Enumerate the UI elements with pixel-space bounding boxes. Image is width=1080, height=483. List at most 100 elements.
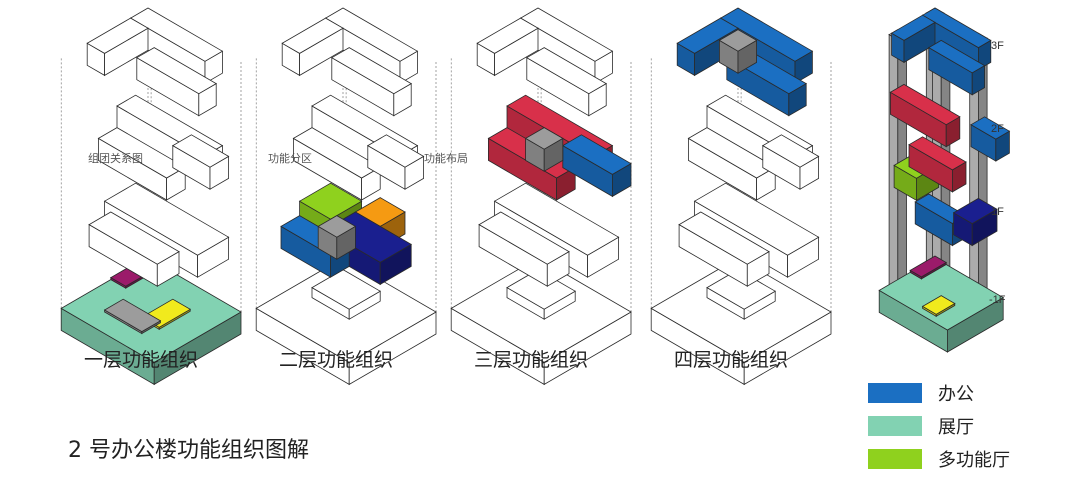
combined-b1-yellow bbox=[921, 295, 956, 317]
exploded-diagram-2 bbox=[255, 7, 437, 386]
combined-b1-magenta-top-face bbox=[909, 255, 947, 278]
combined-axonometric bbox=[878, 7, 1011, 353]
combined-f2-office bbox=[970, 116, 1011, 162]
combined-f3-office-west bbox=[890, 14, 936, 64]
combined-b1-yellow-top-face bbox=[921, 295, 956, 315]
legend-item-office: 办公 bbox=[868, 378, 1010, 408]
combined-f2-red-south bbox=[908, 136, 967, 193]
f3-block-a-top-face bbox=[324, 7, 419, 62]
f2-block-b bbox=[97, 127, 186, 201]
legend-item-exhibition: 展厅 bbox=[868, 411, 1010, 441]
b1-courtyard-block bbox=[506, 269, 576, 320]
combined-b1-exhibition bbox=[878, 257, 1004, 353]
floor-label-3f: 3F bbox=[991, 40, 1004, 52]
b1-courtyard-block-top-face bbox=[706, 269, 776, 310]
exploded-diagram-1 bbox=[60, 7, 242, 386]
b1-exhibition-slab bbox=[60, 257, 242, 386]
f2-office-wing-top-face bbox=[562, 134, 632, 175]
exploded-diagram-4 bbox=[650, 7, 832, 386]
f2-block-c-top-face bbox=[762, 134, 820, 168]
b1-gray-zone bbox=[103, 298, 162, 335]
exploded-diagram-3 bbox=[450, 7, 632, 386]
f2-block-b-top-face bbox=[292, 127, 381, 179]
f1-block-b bbox=[88, 211, 180, 287]
combined-f2-red bbox=[889, 83, 961, 148]
legend-swatch-multifunction bbox=[868, 449, 922, 469]
f1-core-top-face bbox=[317, 215, 357, 238]
b1-courtyard-block-top-face bbox=[506, 269, 576, 310]
legend-label-office: 办公 bbox=[938, 384, 974, 405]
relation-diagram-label: 组团关系图 bbox=[88, 152, 143, 165]
b1-exhibition-slab-top-face bbox=[60, 257, 242, 363]
combined-f1-navy bbox=[952, 197, 998, 247]
layout-diagram-label: 功能布局 bbox=[424, 152, 468, 165]
f3-block-c-top-face bbox=[526, 47, 607, 95]
combined-b1-magenta bbox=[909, 255, 947, 280]
f2-block-c-top-face bbox=[172, 134, 230, 168]
f3-block-b-top-face bbox=[86, 17, 149, 54]
legend: 办公 展厅 多功能厅 bbox=[868, 378, 1010, 477]
f2-block-b-top-face bbox=[687, 127, 776, 179]
caption-floor-3: 三层功能组织 bbox=[473, 349, 588, 371]
combined-f2-red-south-top-face bbox=[908, 136, 967, 171]
b1-gray-zone-top-face bbox=[103, 298, 162, 333]
combined-f3-office-south bbox=[928, 39, 986, 96]
f3-block-b bbox=[476, 17, 539, 77]
f3-office-north-top-face bbox=[719, 7, 814, 62]
combined-f3-office-north-top-face bbox=[921, 7, 992, 49]
f3-block-c bbox=[136, 47, 217, 117]
f2-block-c-top-face bbox=[367, 134, 425, 168]
combined-f2-red-top-face bbox=[889, 83, 961, 126]
legend-swatch-exhibition bbox=[868, 416, 922, 436]
f3-block-c bbox=[331, 47, 412, 117]
caption-floor-4: 四层功能组织 bbox=[673, 349, 788, 371]
f2-block-b-top-face bbox=[97, 127, 186, 179]
f2-office-wing bbox=[562, 134, 632, 198]
f2-block-c bbox=[367, 134, 425, 190]
combined-f3-office-south-top-face bbox=[928, 39, 986, 74]
f3-office-west-top-face bbox=[676, 17, 739, 54]
zoning-diagram-label: 功能分区 bbox=[268, 152, 312, 165]
f3-block-b bbox=[281, 17, 344, 77]
f3-block-b-top-face bbox=[281, 17, 344, 54]
legend-swatch-office bbox=[868, 383, 922, 403]
f1-core bbox=[317, 215, 357, 260]
f3-block-b-top-face bbox=[476, 17, 539, 54]
f2-block-c bbox=[762, 134, 820, 190]
legend-label-exhibition: 展厅 bbox=[938, 417, 974, 438]
legend-item-multifunction: 多功能厅 bbox=[868, 444, 1010, 474]
f1-block-b bbox=[478, 211, 570, 287]
floor-label-b1f: -1F bbox=[989, 294, 1006, 306]
caption-floor-1: 一层功能组织 bbox=[83, 349, 198, 371]
combined-b1-exhibition-top-face bbox=[878, 257, 1004, 331]
f3-block-a-top-face bbox=[519, 7, 614, 62]
f1-block-b-top-face bbox=[88, 211, 180, 265]
f3-core-top-face bbox=[718, 29, 758, 52]
f3-block-c bbox=[526, 47, 607, 117]
f2-core-top-face bbox=[524, 127, 564, 150]
combined-f3-office-west-top-face bbox=[890, 14, 936, 41]
floor-label-1f: 1F bbox=[991, 206, 1004, 218]
combined-f2-office-top-face bbox=[970, 116, 1011, 140]
f3-core bbox=[718, 29, 758, 74]
b1-courtyard-block-top-face bbox=[311, 269, 381, 310]
f3-block-a-top-face bbox=[129, 7, 224, 62]
f3-block-b bbox=[86, 17, 149, 77]
page-title: 2 号办公楼功能组织图解 bbox=[68, 438, 309, 463]
floor-label-2f: 2F bbox=[991, 123, 1004, 135]
f2-block-c bbox=[172, 134, 230, 190]
f1-block-b bbox=[678, 211, 770, 287]
f1-block-b-top-face bbox=[478, 211, 570, 265]
f1-block-a-top-face bbox=[493, 182, 620, 256]
f1-block-a-top-face bbox=[103, 182, 230, 256]
f2-block-b bbox=[292, 127, 381, 201]
f3-block-c-top-face bbox=[136, 47, 217, 95]
combined-f1-navy-top-face bbox=[952, 197, 998, 225]
f3-block-c-top-face bbox=[331, 47, 412, 95]
f1-block-b-top-face bbox=[678, 211, 770, 265]
f2-block-b bbox=[687, 127, 776, 201]
b1-courtyard-block bbox=[311, 269, 381, 320]
legend-label-multifunction: 多功能厅 bbox=[938, 450, 1010, 471]
f2-core bbox=[524, 127, 564, 172]
